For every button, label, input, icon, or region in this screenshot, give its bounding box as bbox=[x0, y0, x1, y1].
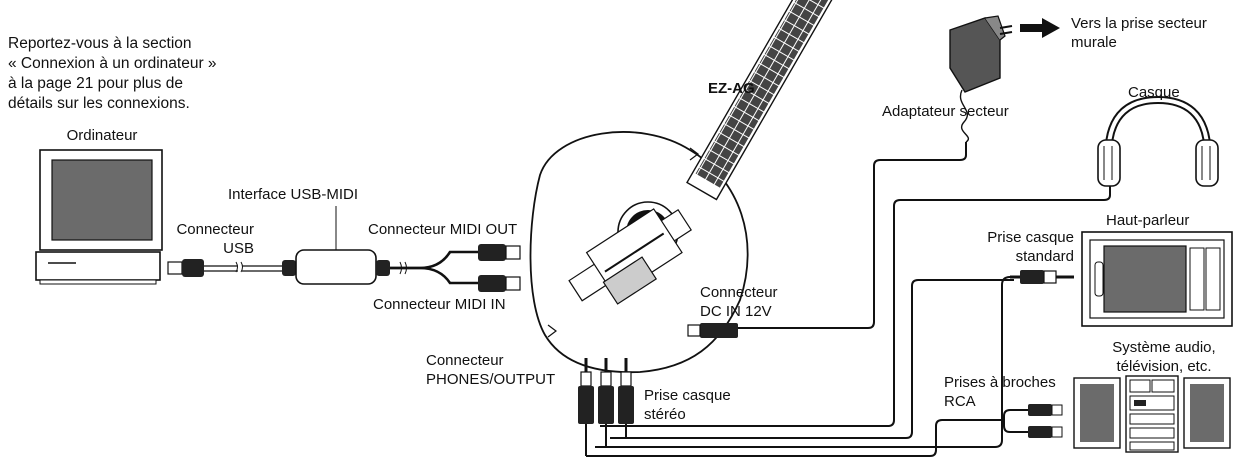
label-line: standard bbox=[1015, 248, 1074, 265]
usb-cable bbox=[167, 259, 296, 277]
rca-plugs bbox=[586, 404, 1063, 457]
midi-out-plug bbox=[478, 244, 521, 261]
label-line: DC IN 12V bbox=[700, 303, 772, 320]
note-line: Reportez-vous à la section bbox=[8, 35, 192, 52]
label-dc-in: Connecteur DC IN 12V bbox=[700, 283, 778, 321]
label-prise-casque-stereo: Prise casque stéréo bbox=[644, 386, 731, 424]
label-connecteur-usb: Connecteur USB bbox=[150, 220, 254, 258]
label-midi-in: Connecteur MIDI IN bbox=[373, 296, 506, 313]
headphones-icon bbox=[600, 95, 1219, 427]
label-prise-murale: Vers la prise secteur murale bbox=[1071, 14, 1207, 52]
dc-cable bbox=[687, 142, 967, 338]
label-midi-out: Connecteur MIDI OUT bbox=[368, 221, 518, 238]
speaker-icon bbox=[1081, 231, 1233, 327]
label-prises-rca: Prises à broches RCA bbox=[944, 373, 1056, 411]
label-line: PHONES/OUTPUT bbox=[426, 371, 556, 388]
label-line: Prises à broches bbox=[944, 374, 1056, 391]
midi-in-plug bbox=[478, 275, 521, 292]
ac-adaptor bbox=[949, 15, 1013, 143]
connection-note: Reportez-vous à la section « Connexion à… bbox=[8, 34, 217, 114]
label-line: Vers la prise secteur bbox=[1071, 15, 1207, 32]
label-line: Prise casque bbox=[644, 387, 731, 404]
note-line: « Connexion à un ordinateur » bbox=[8, 55, 217, 72]
label-prise-casque-standard: Prise casque standard bbox=[960, 228, 1074, 266]
label-line: RCA bbox=[944, 393, 976, 410]
usb-midi-interface bbox=[282, 206, 480, 285]
label-haut-parleur: Haut-parleur bbox=[1106, 212, 1190, 229]
note-line: détails sur les connexions. bbox=[8, 95, 190, 112]
label-adaptateur-secteur: Adaptateur secteur bbox=[882, 103, 1009, 120]
label-line: Système audio, bbox=[1112, 339, 1216, 356]
label-ez-ag: EZ-AG bbox=[708, 80, 755, 97]
label-line: Connecteur bbox=[700, 284, 778, 301]
label-interface-usb-midi: Interface USB-MIDI bbox=[228, 186, 359, 203]
label-phones-output: Connecteur PHONES/OUTPUT bbox=[426, 351, 555, 389]
arrow-right-icon bbox=[1020, 18, 1060, 38]
note-line: à la page 21 pour plus de bbox=[8, 75, 183, 92]
computer-icon bbox=[35, 149, 163, 285]
phones-output-plugs bbox=[578, 358, 634, 456]
label-line: Prise casque bbox=[987, 229, 1074, 246]
label-casque: Casque bbox=[1128, 84, 1180, 101]
label-line: murale bbox=[1071, 34, 1117, 51]
standard-phone-plug bbox=[595, 270, 1074, 448]
label-line: stéréo bbox=[644, 406, 686, 423]
label-ordinateur: Ordinateur bbox=[66, 127, 138, 144]
stereo-system-icon bbox=[1073, 375, 1231, 453]
label-line: Connecteur bbox=[176, 221, 254, 238]
label-line: télévision, etc. bbox=[1116, 358, 1212, 375]
label-line: Connecteur bbox=[426, 352, 504, 369]
label-line: USB bbox=[223, 240, 254, 257]
label-systeme-audio: Système audio, télévision, etc. bbox=[1090, 338, 1238, 376]
ez-ag-guitar bbox=[529, 0, 843, 374]
